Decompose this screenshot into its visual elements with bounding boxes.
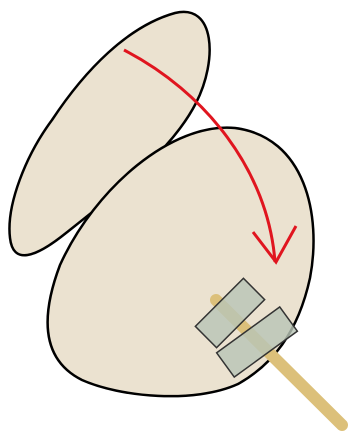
diagram-figure [0,0,354,437]
diagram-canvas [0,0,354,437]
